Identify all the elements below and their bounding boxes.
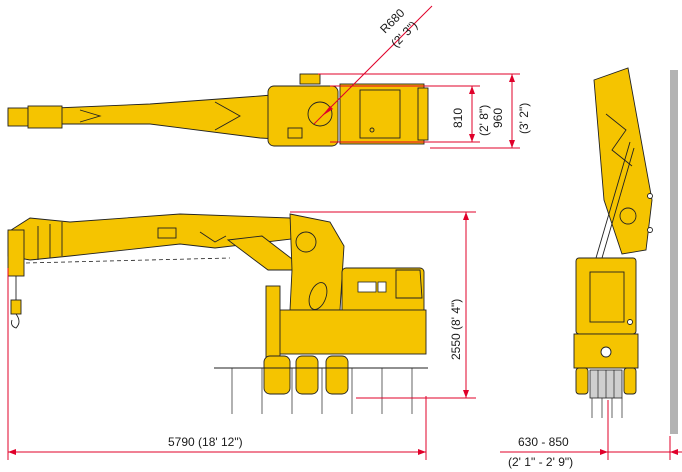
- rear-view: [573, 67, 678, 434]
- side-view: [7, 213, 428, 414]
- width-960-imperial-label: (3' 2"): [517, 103, 531, 134]
- length-label: 5790 (18' 12"): [168, 435, 243, 449]
- hook-icon: [11, 313, 20, 329]
- side-view-chassis: [267, 309, 427, 355]
- rear-view-boom: [593, 67, 653, 255]
- top-view-turret: [267, 85, 339, 147]
- length-dimension: 5790 (18' 12"): [7, 268, 427, 460]
- side-view-outrigger: [265, 285, 281, 367]
- side-view-derrick-cylinder: [226, 235, 301, 271]
- height-label: 2550 (8' 4"): [449, 299, 463, 360]
- clearance-dimension: 630 - 850 (2' 1" - 2' 9"): [500, 400, 682, 469]
- top-view: [7, 73, 429, 147]
- side-view-undercarriage: [263, 355, 349, 395]
- height-dimension: 2550 (8' 4"): [290, 211, 476, 399]
- top-view-slew-ring: [307, 101, 333, 127]
- width-960-label: 960: [491, 108, 505, 128]
- width-810-imperial-label: (2' 8"): [477, 105, 491, 136]
- side-view-boom-tip: [7, 229, 25, 277]
- hook-block: [10, 299, 22, 315]
- top-view-boom-section: [27, 105, 63, 129]
- width-dimensions: 810 (2' 8") 960 (3' 2"): [318, 73, 531, 149]
- width-810-label: 810: [451, 108, 465, 128]
- clearance-label: 630 - 850: [518, 435, 569, 449]
- wall: [670, 70, 678, 434]
- top-view-boom-tip: [7, 107, 29, 127]
- clearance-imperial-label: (2' 1" - 2' 9"): [508, 455, 573, 469]
